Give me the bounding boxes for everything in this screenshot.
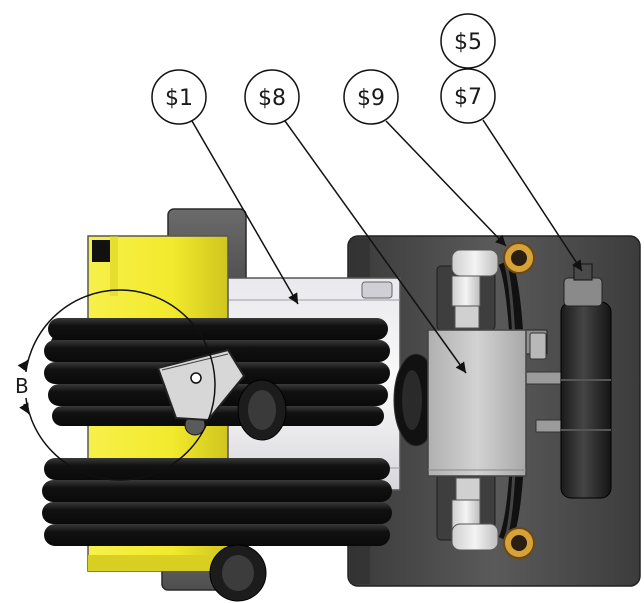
balloon-7-label: $7 [454,85,482,110]
top-elbow-fitting [451,242,535,329]
manifold-screw [529,332,547,360]
balloon-1-label: $1 [165,86,193,111]
round-boss [393,353,439,447]
balloon-7: $7 [440,68,496,124]
balloon-5: $5 [440,13,496,69]
detail-view-label: B [15,374,29,398]
pneumatic-cylinder [560,263,612,499]
clamp-lever [156,348,246,422]
hose-connector-bottom [209,544,267,602]
balloon-8-label: $8 [258,86,286,111]
coiled-hose-lower [42,458,392,546]
leader-lines [191,119,583,374]
coiled-hose-upper [44,318,390,426]
balloon-9: $9 [343,69,399,125]
balloon-1: $1 [151,69,207,125]
detail-view-circle [14,289,216,481]
balloon-8: $8 [244,69,300,125]
balloon-5-label: $5 [454,30,482,55]
valve-manifold [427,329,527,477]
balloon-9-label: $9 [357,86,385,111]
bottom-elbow-fitting [451,477,535,559]
